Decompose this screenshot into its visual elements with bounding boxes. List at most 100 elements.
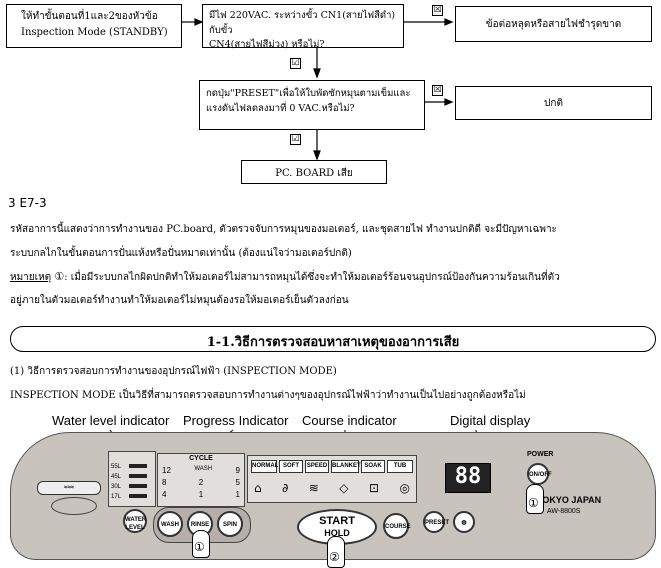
cycle-spin-time-2: 5 [235, 478, 240, 487]
pointer-marker-2: ② [329, 550, 340, 564]
digital-readout: 88 [454, 464, 482, 489]
cycle-row-3: 4 1 1 [162, 490, 240, 499]
cycle-wash-label: WASH [194, 466, 213, 472]
flow-box-pcboard-label: PC. BOARD เสีย [275, 168, 353, 179]
flow-box-preset-line2: แรงดันไฟลดลงมาที่ 0 VAC.หรือไม่? [206, 102, 355, 114]
hold-label: HOLD [324, 528, 350, 538]
flow-box-voltage-line2: CN4(สายไฟสีม่วง) หรือไม่? [209, 39, 325, 51]
flow-box-start-line1: ให้ทำขั้นตอนที่1และ2ของหัวข้อ [21, 11, 158, 22]
water-level-indicator-label: Water level indicator [52, 413, 170, 428]
flow-box-voltage-line1: มีไฟ 220VAC. ระหว่างขั้ว CN1(สายไฟสีดำ) … [209, 10, 396, 36]
rinse-button-label: RINSE [190, 522, 210, 528]
cycle-row-1: 12 WASH 9 [162, 466, 240, 475]
flow-box-wire-fault-label: ข้อต่อหลุดหรือสายไฟชำรุดขาด [485, 19, 622, 30]
course-button-label: COURSE [385, 524, 411, 530]
cycle-wash-time-2: 8 [162, 478, 167, 487]
wash-button-label: WASH [161, 522, 179, 528]
cycle-row-2: 8 2 5 [162, 478, 240, 487]
course-indicator-label: Course indicator [302, 413, 397, 428]
course-tub: TUB [387, 460, 413, 473]
digital-display-label: Digital display [450, 413, 531, 428]
course-icons-row: ⌂ ∂ ≋ ◇ ⊡ ◎ [254, 480, 410, 496]
rinse-option-button-label: ◍ [461, 520, 467, 526]
wash-button[interactable]: WASH [157, 511, 183, 537]
flow-box-pcboard: PC. BOARD เสีย [241, 160, 387, 184]
course-soft: SOFT [279, 460, 303, 473]
flow-box-wire-fault: ข้อต่อหลุดหรือสายไฟชำรุดขาด [455, 6, 652, 42]
flow-box-start-line2: Inspection Mode (STANDBY) [21, 26, 168, 38]
course-soak: SOAK [361, 460, 385, 473]
flow-box-normal: ปกติ [455, 86, 652, 120]
course-speed: SPEED [305, 460, 329, 473]
spin-button-label: SPIN [222, 522, 237, 528]
note-line-1: หมายเหตุ ①: เมื่อมีระบบกลไกผิดปกติทำให้ม… [10, 270, 560, 285]
course-button[interactable]: COURSE [383, 513, 411, 539]
course-window: NORMAL SOFT SPEED BLANKET SOAK TUB ⌂ ∂ ≋… [247, 455, 417, 503]
subheading-2: INSPECTION MODE เป็นวิธีที่สามารถตรวจสอบ… [10, 390, 526, 401]
rinse-option-button[interactable]: ◍ [453, 511, 475, 533]
progress-window: CYCLE 12 WASH 9 8 2 5 4 1 1 [157, 453, 245, 507]
cycle-wash-time-3: 4 [162, 490, 167, 499]
flow-box-preset-check: กดปุ่ม"PRESET"เพื่อให้ใบพัดซักหมุนตามเข็… [199, 80, 425, 130]
preset-button-label: PRESET [425, 520, 450, 526]
description-line-2: ระบบกลไกในขั้นตอนการปั่นแห้งหรือปั่นหมาด… [10, 248, 352, 259]
description-line-1: รหัสอาการนี้แสดงว่าการทำงานของ PC.board,… [10, 224, 557, 235]
no-checkbox-1: ☒ [432, 5, 443, 16]
blanket-icon: ◇ [339, 481, 349, 495]
tub-icon: ◎ [399, 481, 410, 495]
note-line-2: อยู่ภายในตัวมอเตอร์ทำงานทำให้มอเตอร์ไม่ห… [10, 295, 349, 306]
pointer-hand-power [526, 484, 544, 514]
start-label: START [319, 515, 355, 527]
water-level-lamps [129, 464, 147, 502]
preset-button[interactable]: PRESET [423, 511, 449, 533]
pointer-marker-1: ① [194, 540, 205, 554]
flow-box-preset-line1: กดปุ่ม"PRESET"เพื่อให้ใบพัดซักหมุนตามเข็… [206, 88, 411, 99]
wool-icon: ∂ [282, 481, 289, 495]
pointer-hand-1 [192, 530, 210, 558]
model-text: AW-8800S [547, 508, 581, 515]
cycle-rinse-times-3: 1 [198, 490, 204, 499]
water-level-30: 30L [111, 484, 122, 490]
cycle-spin-time-1: 9 [235, 466, 240, 475]
cycle-label: CYCLE [189, 455, 213, 462]
flowchart-connectors [182, 18, 454, 161]
brand-text: TOKYO JAPAN [537, 495, 602, 505]
cycle-rinse-times-2: 2 [198, 478, 204, 487]
brand-logo-mark: ≈≈≈ [64, 485, 74, 491]
water-level-button-label: WATER LEVEL [125, 517, 147, 531]
cycle-spin-time-3: 1 [235, 490, 240, 499]
flow-box-normal-label: ปกติ [544, 98, 563, 109]
course-blanket: BLANKET [331, 460, 361, 473]
water-level-55: 55L [111, 464, 122, 470]
water-level-button[interactable]: WATER LEVEL [123, 509, 147, 533]
power-button-label: ON/OFF [529, 472, 552, 478]
note-marker: ① [54, 270, 65, 283]
shirt-icon: ⌂ [254, 481, 262, 495]
course-normal: NORMAL [251, 460, 278, 473]
progress-indicator-label: Progress Indicator [183, 413, 289, 428]
swirl-logo [51, 497, 97, 515]
section-title: 1-1.วิธีการตรวจสอบหาสาเหตุของอาการเสีย [206, 335, 460, 350]
section-title-bar: 1-1.วิธีการตรวจสอบหาสาเหตุของอาการเสีย [10, 326, 656, 352]
yes-checkbox-2: ☑ [290, 134, 301, 145]
soak-icon: ⊡ [368, 481, 380, 495]
pointer-marker-power: ① [528, 496, 539, 510]
digital-window: 88 [445, 463, 491, 493]
yes-checkbox-1: ☑ [290, 58, 301, 69]
flow-box-voltage-check: มีไฟ 220VAC. ระหว่างขั้ว CN1(สายไฟสีดำ) … [202, 4, 404, 50]
power-label: POWER [527, 451, 554, 458]
note-label: หมายเหตุ [10, 272, 52, 283]
no-checkbox-2: ☒ [432, 85, 443, 96]
water-level-window: 55L 45L 30L 17L [108, 451, 156, 507]
spin-button[interactable]: SPIN [217, 511, 243, 537]
flow-box-start: ให้ทำขั้นตอนที่1และ2ของหัวข้อ Inspection… [6, 4, 182, 48]
cycle-wash-time: 12 [162, 466, 171, 475]
code-heading: 3 E7-3 [8, 196, 47, 210]
speed-icon: ≋ [308, 481, 319, 495]
note-text-1: : เมื่อมีระบบกลไกผิดปกติทำให้มอเตอร์ไม่ส… [64, 272, 560, 283]
water-level-17: 17L [111, 494, 122, 500]
water-level-45: 45L [111, 474, 122, 480]
power-button[interactable]: ON/OFF [527, 463, 552, 485]
subheading-1: (1) วิธีการตรวจสอบการทำงานของอุปกรณ์ไฟฟ้… [10, 366, 337, 377]
brand-logo: ≈≈≈ [37, 481, 101, 495]
